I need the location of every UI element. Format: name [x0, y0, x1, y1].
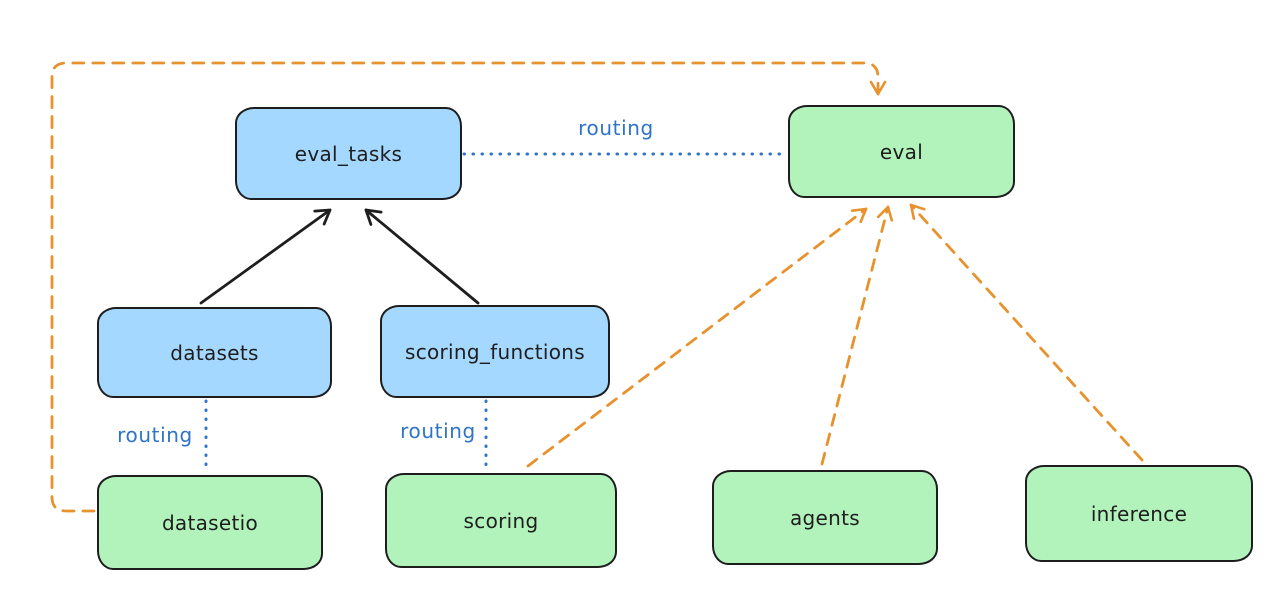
edge-scoring-to-eval	[526, 207, 868, 468]
node-datasetio-label: datasetio	[161, 510, 259, 535]
node-datasetio: datasetio	[97, 475, 323, 570]
edge-datasetio-to-eval	[50, 61, 887, 513]
node-scoring: scoring	[385, 473, 617, 568]
node-eval: eval	[788, 105, 1015, 198]
node-scoring-functions-label: scoring_functions	[404, 339, 586, 364]
node-eval-tasks: eval_tasks	[235, 107, 462, 200]
edge-label-routing-datasetio: routing	[117, 423, 193, 447]
node-inference: inference	[1025, 465, 1253, 562]
edge-datasets-to-eval-tasks	[199, 208, 332, 305]
node-agents: agents	[712, 470, 938, 565]
node-scoring-label: scoring	[463, 508, 539, 533]
node-datasets-label: datasets	[170, 340, 259, 365]
node-scoring-functions: scoring_functions	[380, 305, 610, 398]
edge-label-routing-scoring: routing	[400, 419, 476, 443]
node-datasets: datasets	[97, 307, 332, 398]
node-eval-label: eval	[879, 139, 924, 164]
edge-label-routing-eval: routing	[578, 116, 654, 140]
node-eval-tasks-label: eval_tasks	[294, 141, 403, 166]
node-inference-label: inference	[1090, 501, 1188, 526]
edge-inference-to-eval	[909, 203, 1144, 462]
edge-scoring-functions-to-eval-tasks	[364, 208, 480, 305]
node-agents-label: agents	[790, 505, 860, 530]
edge-agents-to-eval	[820, 205, 894, 466]
